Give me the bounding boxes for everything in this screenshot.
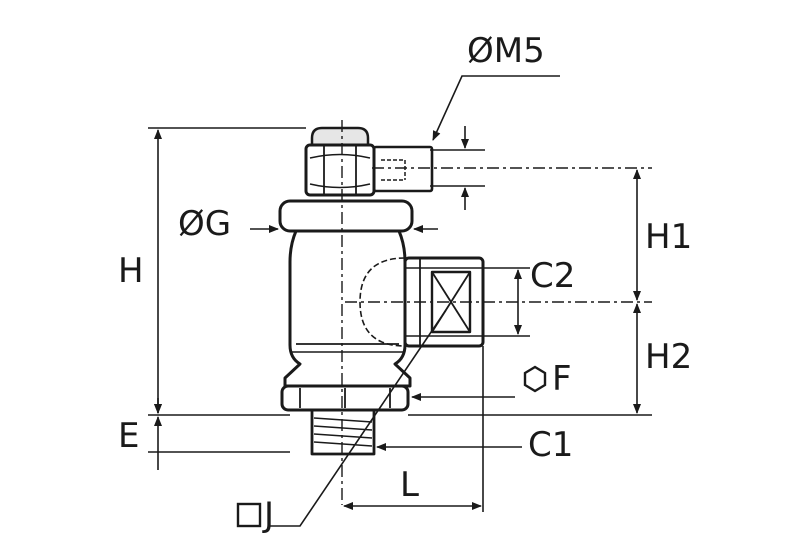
label-c2: C2 [530, 256, 576, 296]
label-e: E [118, 416, 140, 456]
flange [278, 199, 414, 233]
label-h1: H1 [645, 217, 693, 257]
label-c1: C1 [528, 425, 574, 465]
hexagon-icon [523, 365, 547, 393]
top-cap [310, 126, 370, 147]
leader-m5 [432, 75, 560, 141]
label-g: ØG [178, 204, 232, 244]
side-dome [359, 257, 406, 347]
label-h2: H2 [645, 337, 693, 377]
dimension-lines [148, 75, 652, 527]
threaded-stem [310, 408, 376, 456]
centre-lines [341, 120, 652, 505]
body-outline [283, 230, 412, 388]
fitting-body [278, 126, 485, 456]
label-m5: ØM5 [467, 31, 545, 71]
label-f: F [552, 359, 572, 399]
label-l: L [400, 465, 419, 505]
label-h: H [118, 251, 144, 291]
label-j: J [264, 495, 275, 535]
square-icon [236, 502, 262, 528]
leader-j [268, 309, 447, 527]
m5-port [372, 145, 434, 193]
